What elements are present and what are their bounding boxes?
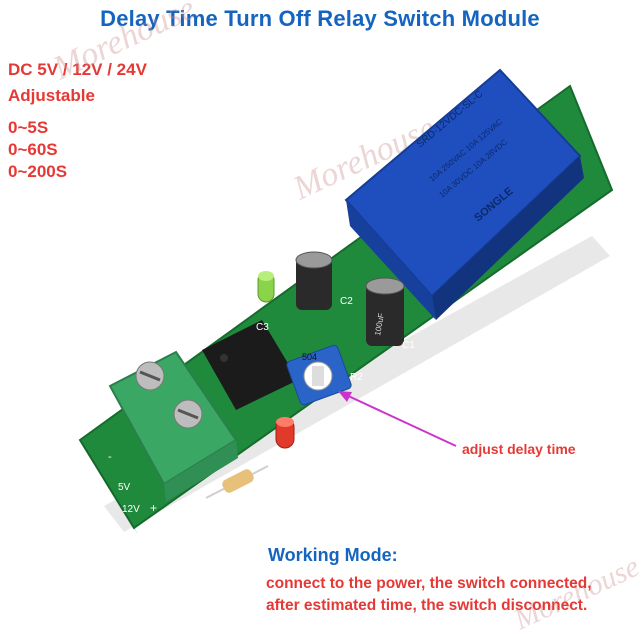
green-led [257, 271, 275, 303]
range-60s: 0~60S [8, 140, 58, 159]
terminal-minus: - [108, 451, 112, 463]
ic-chip [202, 320, 298, 410]
voltage-spec: DC 5V / 12V / 24V [8, 60, 147, 79]
label-jk: JK [322, 228, 334, 239]
terminal-12v: 12V [122, 504, 140, 515]
resistor [205, 465, 269, 499]
terminal-5v: 5V [118, 482, 131, 493]
capacitor-c3 [295, 251, 333, 310]
label-r2: R2 [350, 372, 363, 383]
capacitor-value: 100uF [373, 312, 386, 336]
capacitor-c1: 100uF [365, 277, 405, 346]
range-5s: 0~5S [8, 118, 49, 137]
red-led [275, 417, 295, 449]
pot-code: 504 [302, 352, 317, 362]
working-mode-line-2: after estimated time, the switch disconn… [266, 597, 588, 614]
adjust-delay-callout: adjust delay time [462, 441, 576, 457]
potentiometer: 504 [286, 344, 352, 406]
page-title: Delay Time Turn Off Relay Switch Module [100, 6, 540, 31]
terminal-plus: + [150, 501, 157, 515]
working-mode-line-1: connect to the power, the switch connect… [266, 575, 592, 592]
label-c1: C1 [402, 340, 415, 351]
label-c2: C2 [340, 296, 353, 307]
callout-arrow [338, 391, 457, 447]
pcb-edge [80, 440, 138, 534]
pcb-code: 101BX130057 [175, 498, 225, 529]
screw-terminal [108, 350, 238, 502]
working-mode-heading: Working Mode: [268, 545, 398, 565]
adjustable-label: Adjustable [8, 86, 95, 105]
watermark-1: Morehouse [47, 0, 201, 88]
range-200s: 0~200S [8, 162, 68, 181]
watermark-3: Morehouse [508, 550, 640, 637]
label-c3: C3 [256, 322, 269, 333]
